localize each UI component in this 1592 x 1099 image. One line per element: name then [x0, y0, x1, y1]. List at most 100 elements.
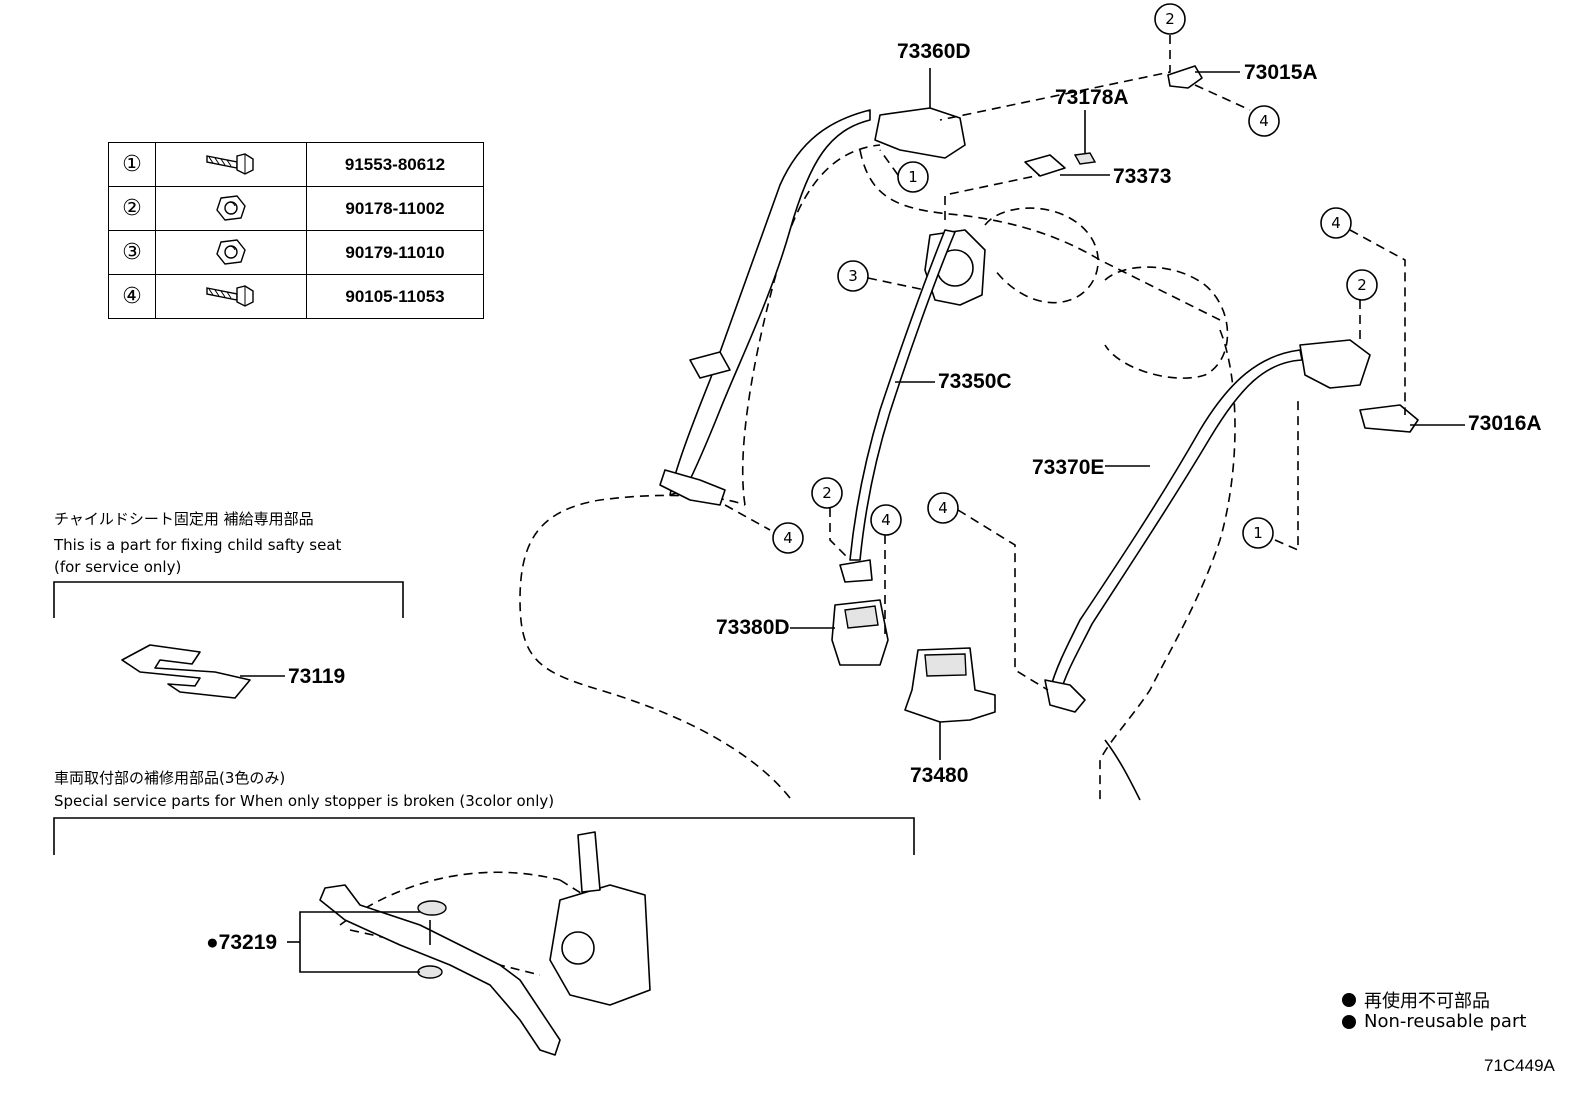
- seat-outline-left: [519, 494, 791, 799]
- buckle-73380d-slot: [844, 605, 879, 629]
- svg-text:1: 1: [1253, 524, 1263, 542]
- anchor-bracket-73015a: [1167, 65, 1203, 89]
- cover-73373: [1024, 154, 1066, 177]
- stopper-button-lower: [417, 965, 443, 979]
- label-73016a: 73016A: [1468, 412, 1542, 435]
- callout-2-mid: 2: [811, 477, 843, 509]
- table-row: ② 90178-11002: [108, 186, 484, 231]
- label-73480: 73480: [910, 764, 968, 787]
- seat-outline-right: [1099, 329, 1236, 800]
- row-number: ②: [108, 186, 156, 231]
- nut-icon: [216, 238, 246, 265]
- legend-en: Non-reusable part: [1364, 1011, 1527, 1032]
- stopper-belt-webbing: [339, 871, 601, 926]
- stopper-note-en: Special service parts for When only stop…: [54, 792, 555, 810]
- non-reusable-dot-icon: [1342, 993, 1356, 1007]
- buckle-73480-slot: [924, 653, 967, 677]
- dash-leader-c4-right-lower: [957, 509, 1049, 691]
- callout-4-mid: 4: [870, 504, 902, 536]
- belt-73360d-anchor: [659, 469, 726, 506]
- seat-outline-center: [742, 144, 1221, 506]
- svg-text:3: 3: [848, 267, 858, 285]
- label-73219: ●73219: [206, 931, 277, 954]
- label-73360d: 73360D: [897, 40, 971, 63]
- bolt-icon: [206, 284, 254, 307]
- stopper-retractor: [549, 884, 651, 1006]
- part-number: 90178-11002: [306, 186, 484, 231]
- label-73380d: 73380D: [716, 616, 790, 639]
- stopper-belt-webbing-lower: [349, 929, 541, 976]
- belt-73350c-anchor: [839, 559, 873, 583]
- child-seat-note-en: This is a part for fixing child safty se…: [54, 536, 342, 554]
- dash-leader-c2-mid: [829, 508, 851, 561]
- nut-icon: [216, 194, 246, 221]
- callout-4-top: 4: [1248, 105, 1280, 137]
- drawing-id: 71C449A: [1484, 1056, 1555, 1075]
- svg-text:4: 4: [881, 511, 891, 529]
- row-number: ④: [108, 274, 156, 319]
- stopper-button-upper: [417, 900, 447, 916]
- callout-3: 3: [837, 260, 869, 292]
- clip-73178a: [1073, 152, 1097, 165]
- svg-text:4: 4: [783, 529, 793, 547]
- dash-leader-c4-top: [1194, 84, 1251, 111]
- svg-text:2: 2: [1165, 10, 1175, 28]
- svg-text:4: 4: [938, 499, 948, 517]
- bolt-icon: [206, 152, 254, 175]
- label-73373: 73373: [1113, 165, 1171, 188]
- belt-73370e-anchor: [1044, 679, 1086, 713]
- table-row: ④ 90105-11053: [108, 274, 484, 319]
- child-seat-note-service: (for service only): [54, 558, 182, 576]
- callout-2-top: 2: [1154, 3, 1186, 35]
- stopper-belt-strap: [319, 884, 561, 1056]
- svg-text:1: 1: [908, 168, 918, 186]
- non-reusable-dot-icon: [1342, 1014, 1356, 1029]
- stopper-retractor-belt: [577, 831, 601, 893]
- svg-text:4: 4: [1259, 112, 1269, 130]
- svg-text:4: 4: [1331, 214, 1341, 232]
- callout-1-right: 1: [1242, 517, 1274, 549]
- dash-leader-c1-right: [1274, 400, 1299, 552]
- belt-73360d-tongue: [689, 351, 731, 379]
- dash-leader-center-top: [944, 174, 1041, 220]
- legend-jp-row: 再使用不可部品: [1342, 987, 1490, 1013]
- legend-en-row: Non-reusable part: [1342, 1011, 1526, 1032]
- belt-73350c-webbing: [849, 229, 956, 561]
- child-seat-bracket: [53, 581, 404, 618]
- seat-cushion-edge: [1104, 739, 1141, 801]
- label-73015a: 73015A: [1244, 61, 1318, 84]
- label-73119: 73119: [288, 665, 345, 688]
- anchor-bracket-73016a: [1359, 404, 1419, 433]
- table-row: ① 91553-80612: [108, 142, 484, 187]
- stopper-bracket: [53, 817, 915, 855]
- dash-leader-c4-left: [724, 504, 771, 531]
- svg-text:2: 2: [1357, 276, 1367, 294]
- headrest-outline: [984, 207, 1099, 304]
- callout-2-right: 2: [1346, 269, 1378, 301]
- row-number: ①: [108, 142, 156, 187]
- dash-leader-c1-a: [879, 149, 899, 176]
- child-seat-plate-73119: [121, 644, 251, 699]
- retractor-73360d: [874, 107, 966, 159]
- dash-leader-c4-right: [1349, 229, 1406, 415]
- fastener-table: ① 91553-80612 ② 90178-11002 ③ 90179-1101…: [108, 142, 484, 319]
- retractor-73370e: [1299, 339, 1371, 389]
- callout-4-center: 4: [927, 492, 959, 524]
- stopper-note-jp: 車両取付部の補修用部品(3色のみ): [54, 769, 286, 787]
- part-number: 90105-11053: [306, 274, 484, 319]
- legend-jp: 再使用不可部品: [1364, 991, 1490, 1012]
- callout-1-left: 1: [897, 161, 929, 193]
- child-seat-note-jp: チャイルドシート固定用 補給専用部品: [54, 510, 314, 528]
- label-73370e: 73370E: [1032, 456, 1104, 479]
- headrest-outline-2: [1104, 266, 1229, 379]
- svg-text:2: 2: [822, 484, 832, 502]
- table-row: ③ 90179-11010: [108, 230, 484, 275]
- dash-leader-c2-top: [939, 35, 1171, 121]
- label-73350c: 73350C: [938, 370, 1012, 393]
- label-73178a: 73178A: [1055, 86, 1129, 109]
- callout-4-left: 4: [772, 522, 804, 554]
- belt-73360d-webbing: [669, 109, 871, 496]
- dash-leader-c3: [867, 277, 926, 291]
- callout-4-right-top: 4: [1320, 207, 1352, 239]
